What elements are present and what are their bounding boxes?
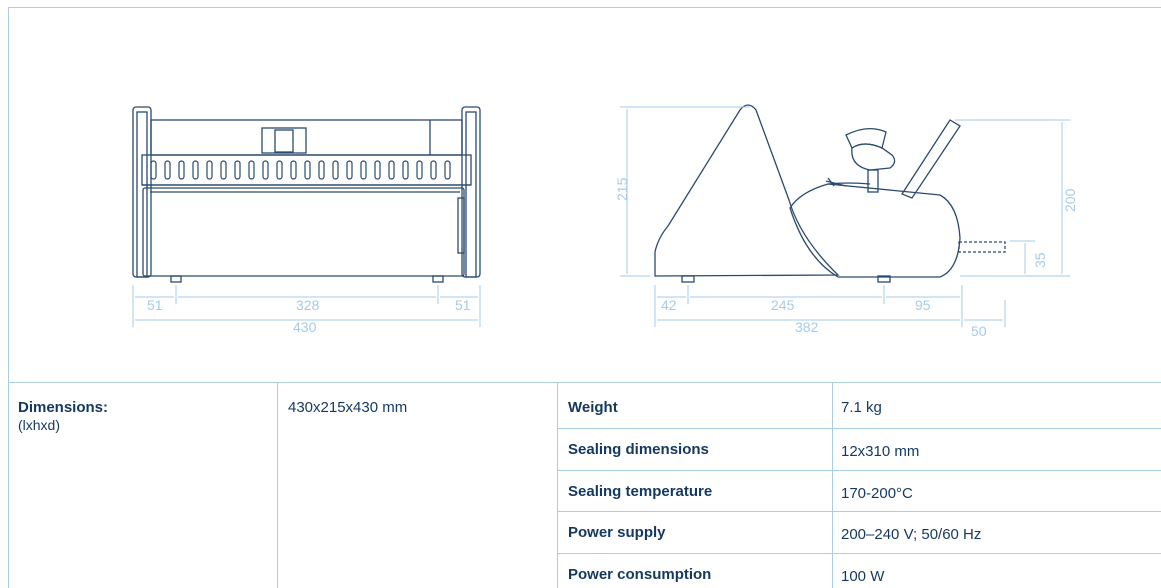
front-dim-total: 430 (293, 319, 317, 335)
side-dim-95: 95 (915, 297, 931, 313)
vent-slot (318, 160, 325, 180)
spec-value-cell: 170-200°C (833, 471, 1161, 512)
side-dim-height-35: 35 (1032, 252, 1048, 268)
spec-label-cell: Sealing dimensions (558, 429, 833, 471)
vent-slot (234, 160, 241, 180)
spec-label-cell: Sealing temperature (558, 471, 833, 512)
side-dim-42: 42 (661, 297, 677, 313)
vent-slot (262, 160, 269, 180)
vent-slot (206, 160, 213, 180)
spec-label: Power consumption (568, 566, 712, 583)
vent-slot (332, 160, 339, 180)
vent-slot (416, 160, 423, 180)
spec-label-cell: Power supply (558, 512, 833, 554)
front-slot-row (150, 160, 451, 180)
vent-slot (248, 160, 255, 180)
side-dim-height-200: 200 (1062, 188, 1078, 212)
spec-value: 170-200°C (841, 485, 913, 502)
spec-label: Power supply (568, 524, 666, 541)
side-dim-total-382: 382 (795, 319, 819, 335)
specs-table: Dimensions: (lxhxd) 430x215x430 mm Weigh… (8, 382, 1161, 588)
spec-value-cell: 7.1 kg (833, 382, 1161, 429)
vent-slot (164, 160, 171, 180)
spec-label-cell: Power consumption (558, 554, 833, 588)
vent-slot (150, 160, 157, 180)
spec-value-cell: 100 W (833, 554, 1161, 588)
spec-value: 200–240 V; 50/60 Hz (841, 526, 982, 543)
front-dim-left: 51 (147, 297, 163, 313)
vent-slot (430, 160, 437, 180)
spec-value-cell: 12x310 mm (833, 429, 1161, 471)
spec-value: 100 W (841, 568, 885, 585)
vent-slot (178, 160, 185, 180)
side-dim-245: 245 (771, 297, 795, 313)
dimensions-value: 430x215x430 mm (288, 399, 408, 416)
front-view (132, 106, 481, 283)
spec-value: 12x310 mm (841, 443, 920, 460)
spec-value: 7.1 kg (841, 399, 882, 416)
vent-slot (388, 160, 395, 180)
vent-slot (276, 160, 283, 180)
spec-label-cell: Weight (558, 382, 833, 429)
vent-slot (192, 160, 199, 180)
sheet-frame (8, 7, 1161, 588)
dimensions-value-cell: 430x215x430 mm (278, 382, 558, 588)
front-dim-right: 51 (455, 297, 471, 313)
side-view (654, 104, 1006, 283)
dimensions-label: Dimensions: (18, 399, 109, 416)
technical-drawing: 51 328 51 430 (132, 104, 1078, 339)
vent-slot (374, 160, 381, 180)
vent-slot (290, 160, 297, 180)
vent-slot (304, 160, 311, 180)
side-dimension-lines (620, 106, 1070, 327)
vent-slot (444, 160, 451, 180)
dimensions-label-cell: Dimensions: (lxhxd) (8, 382, 278, 588)
spec-value-cell: 200–240 V; 50/60 Hz (833, 512, 1161, 554)
dimensions-sub: (lxhxd) (18, 417, 61, 433)
front-dim-middle: 328 (296, 297, 320, 313)
vent-slot (360, 160, 367, 180)
vent-slot (402, 160, 409, 180)
spec-label: Sealing temperature (568, 483, 713, 500)
vent-slot (220, 160, 227, 180)
vent-slot (346, 160, 353, 180)
spec-label: Sealing dimensions (568, 441, 709, 458)
side-dim-50: 50 (971, 323, 987, 339)
side-dim-height-215: 215 (614, 177, 630, 201)
front-dimension-lines (132, 285, 481, 327)
spec-label: Weight (568, 399, 618, 416)
